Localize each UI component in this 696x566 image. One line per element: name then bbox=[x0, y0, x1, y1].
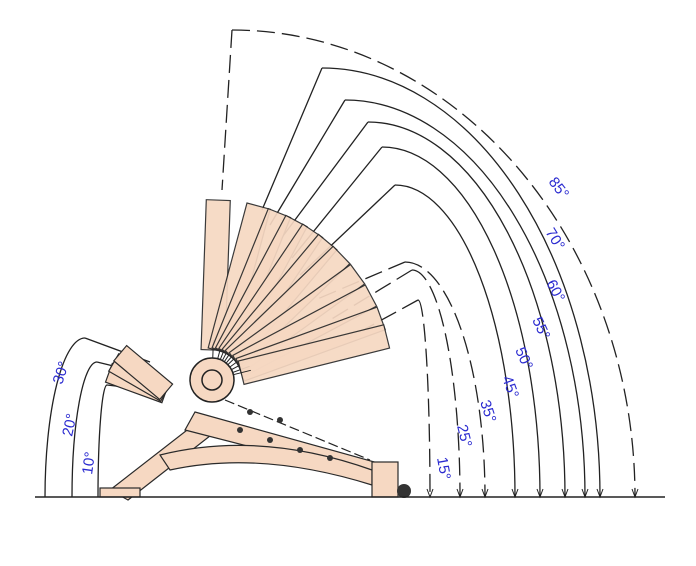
adjustment-hole bbox=[327, 455, 333, 461]
angle-arc-10 bbox=[97, 384, 108, 498]
angle-arc-45 bbox=[394, 184, 516, 498]
adjustment-hole bbox=[277, 417, 283, 423]
angle-arc-15 bbox=[417, 299, 431, 498]
adjustment-hole bbox=[297, 447, 303, 453]
bench-drawing bbox=[99, 199, 411, 501]
frame-curve bbox=[159, 444, 373, 486]
angle-arc-60 bbox=[344, 99, 586, 498]
angle-arc-30 bbox=[44, 337, 86, 498]
angle-label-15: 15° bbox=[433, 456, 454, 481]
front-foot bbox=[99, 487, 141, 498]
angle-arc-25 bbox=[411, 269, 461, 498]
adjustment-hole bbox=[247, 409, 253, 415]
angle-arc-50 bbox=[381, 146, 541, 498]
angle-label-35: 35° bbox=[476, 398, 499, 425]
angle-label-55: 55° bbox=[528, 315, 553, 343]
leader-line bbox=[269, 99, 346, 226]
leader-line bbox=[221, 29, 233, 191]
angle-label-10: 10° bbox=[79, 451, 99, 476]
leader-line bbox=[261, 67, 323, 211]
support-strut bbox=[224, 399, 371, 461]
angle-arc-35 bbox=[404, 261, 486, 498]
angle-arc-55 bbox=[367, 121, 566, 498]
angle-label-85: 85° bbox=[545, 174, 572, 202]
pivot-hub bbox=[189, 357, 235, 403]
adjustment-hole bbox=[237, 427, 243, 433]
angle-label-30: 30° bbox=[50, 359, 73, 386]
angle-arc-70 bbox=[321, 67, 601, 498]
angle-label-25: 25° bbox=[453, 423, 475, 449]
angle-arc-85 bbox=[231, 29, 636, 498]
angle-label-50: 50° bbox=[511, 345, 536, 373]
angle-label-20: 20° bbox=[59, 412, 80, 438]
angle-arc-20 bbox=[71, 361, 98, 498]
wheel bbox=[397, 484, 411, 498]
adjustment-hole bbox=[267, 437, 273, 443]
seat-position bbox=[112, 344, 174, 401]
rear-foot bbox=[371, 461, 399, 498]
pivot-hub bbox=[201, 369, 223, 391]
angle-label-70: 70° bbox=[542, 225, 568, 253]
angle-label-45: 45° bbox=[498, 374, 522, 401]
